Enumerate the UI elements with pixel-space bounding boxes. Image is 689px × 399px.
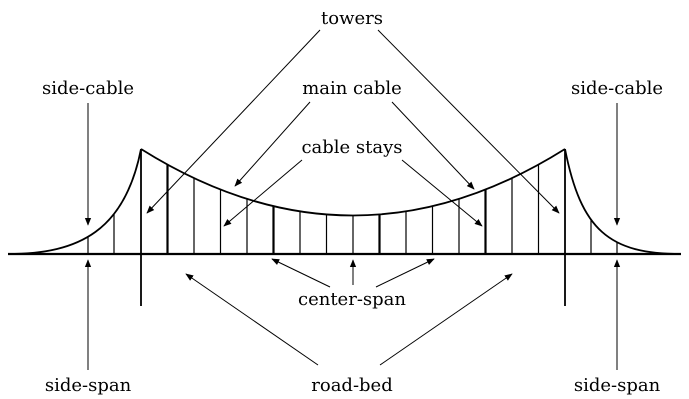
label-main-cable: main cable <box>302 78 402 99</box>
label-side-span-right: side-span <box>574 375 661 396</box>
arrow-road-bed-right <box>379 273 513 366</box>
cable-stays-group <box>87 164 618 254</box>
arrow-main-cable-left <box>234 101 311 187</box>
label-cable-stays: cable stays <box>301 137 402 158</box>
arrow-main-cable-right <box>391 101 475 190</box>
arrows-group <box>84 29 621 370</box>
arrow-center-span-left <box>271 258 331 288</box>
side-cable-left <box>7 148 142 255</box>
label-towers: towers <box>321 8 383 29</box>
arrow-road-bed-left <box>185 273 319 366</box>
arrow-cable-stays-right <box>401 159 483 227</box>
arrow-center-span-right <box>375 258 435 288</box>
label-side-cable-right: side-cable <box>571 78 663 99</box>
arrow-towers-left <box>146 29 321 214</box>
label-center-span: center-span <box>298 289 406 310</box>
label-road-bed: road-bed <box>311 375 392 396</box>
arrow-towers-right <box>377 29 560 214</box>
main-cable <box>140 148 566 217</box>
label-side-span-left: side-span <box>45 375 132 396</box>
label-side-cable-left: side-cable <box>42 78 134 99</box>
arrow-cable-stays-left <box>223 159 303 227</box>
side-cable-right <box>564 148 682 255</box>
